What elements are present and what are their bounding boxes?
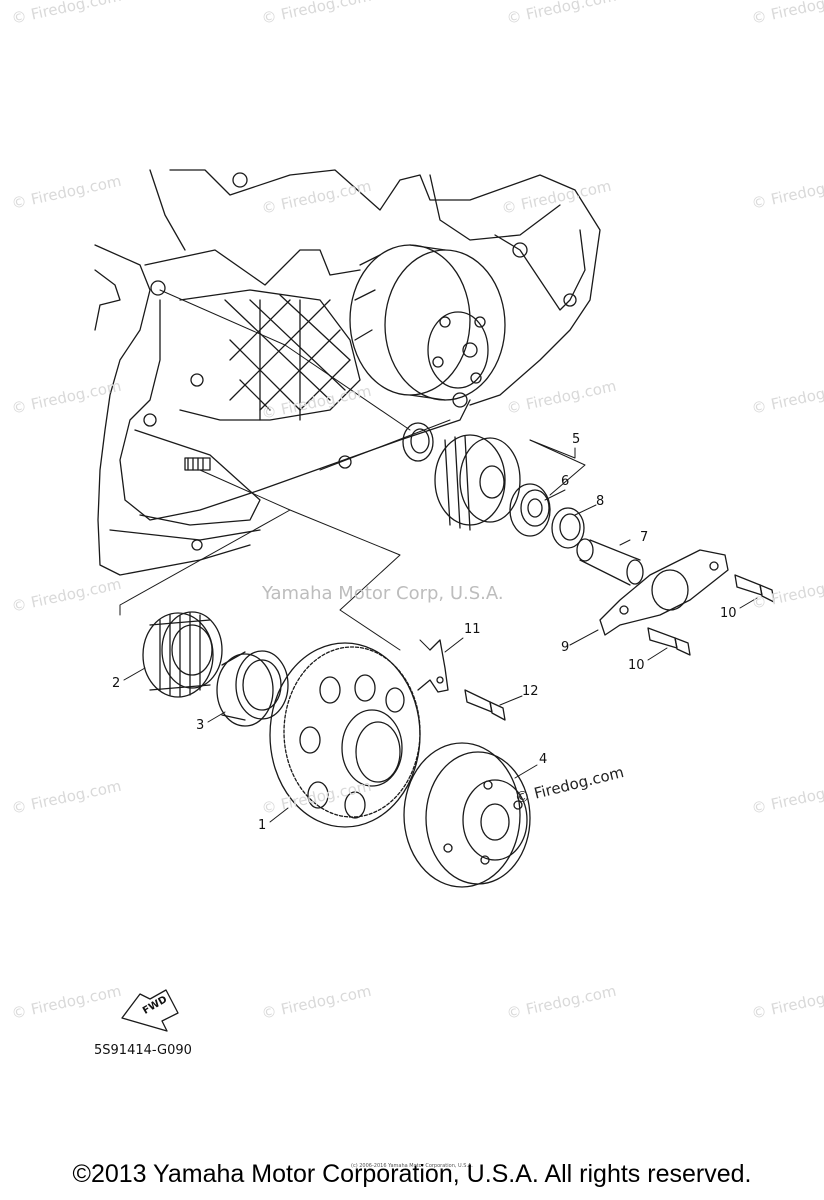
callout-10-b: 10 [628,658,645,673]
plate [599,549,729,636]
callout-11: 11 [464,622,481,637]
callout-12: 12 [522,684,539,699]
collar [216,650,289,727]
starter-clutch [403,742,531,888]
callout-1: 1 [258,818,267,833]
copyright-notice: ©2013 Yamaha Motor Corporation, U.S.A. A… [72,1160,752,1188]
bolt-a [734,574,775,603]
copyright-circle-icon: © [513,786,532,808]
shaft [576,538,644,586]
diagram-code: 5S91414-G090 [94,1043,192,1058]
crankcase-outline [94,169,601,576]
center-watermark: Yamaha Motor Corp, U.S.A. [262,583,504,604]
bracket [417,639,449,693]
callout-7: 7 [640,530,649,545]
needle-bearing [142,611,223,698]
bearing [509,483,551,537]
fwd-arrow [121,989,179,1032]
clutch-drum [349,244,506,401]
fine-print: (c) 2006-2016 Yamaha Motor Corporation, … [351,1163,473,1169]
washer [551,507,585,549]
oil-seal [402,422,434,462]
bolt-c [464,689,506,721]
bolt-b [647,627,691,656]
callout-2: 2 [112,676,121,691]
callout-5: 5 [572,432,581,447]
idle-gear [434,434,521,531]
callout-3: 3 [196,718,205,733]
callout-6: 6 [561,474,570,489]
callout-10-a: 10 [720,606,737,621]
callout-9: 9 [561,640,570,655]
callout-8: 8 [596,494,605,509]
callout-4: 4 [539,752,548,767]
starter-wheel-gear [269,642,421,828]
